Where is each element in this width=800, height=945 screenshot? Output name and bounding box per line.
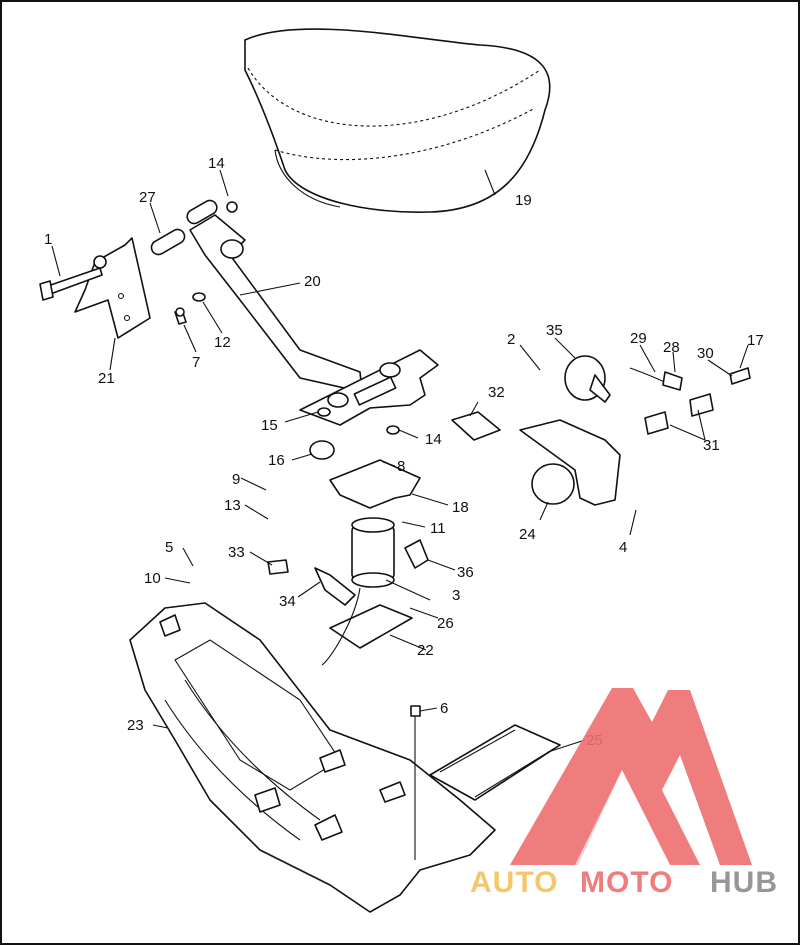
callout-35: 35 [546,322,563,339]
callout-13: 13 [224,497,241,514]
callout-14-top: 14 [208,155,225,172]
callout-16: 16 [268,452,285,469]
cover-plate [429,724,561,801]
callout-9: 9 [232,471,240,488]
mount-plate [299,349,439,426]
callout-4: 4 [619,539,627,556]
callout-12: 12 [214,334,231,351]
callout-28: 28 [663,339,680,356]
callout-31: 31 [703,437,720,454]
seat-part [244,28,551,213]
callout-10: 10 [144,570,161,587]
leader-lines [51,169,749,753]
callout-labels: 1 2 3 4 5 6 7 8 9 10 11 12 13 14 14 15 1… [44,155,764,749]
callout-11: 11 [430,520,446,537]
callout-20: 20 [304,273,321,290]
callout-21: 21 [98,370,115,387]
callout-17: 17 [747,332,764,349]
callout-22: 22 [417,642,434,659]
callout-36: 36 [457,564,474,581]
callout-1: 1 [44,231,52,248]
callout-23: 23 [127,717,144,734]
callout-2: 2 [507,331,515,348]
watermark-hub: HUB [710,866,778,899]
mounting-bracket [39,237,151,339]
callout-15: 15 [261,417,278,434]
floor-pan [129,602,496,913]
callout-6: 6 [440,700,448,717]
callout-3: 3 [452,587,460,604]
callout-29: 29 [630,330,647,347]
callout-34: 34 [279,593,296,610]
rubber-mount [309,425,400,460]
long-bolt [410,705,421,860]
callout-24: 24 [519,526,536,543]
callout-27: 27 [139,189,156,206]
callout-33: 33 [228,544,245,561]
callout-32: 32 [488,384,505,401]
watermark-triangle-icon [510,688,752,865]
watermark-auto: AUTO [470,866,558,899]
callout-26: 26 [437,615,454,632]
callout-14-mid: 14 [425,431,442,448]
watermark-logo: AUTO MOTO HUB [470,688,778,899]
callout-8: 8 [397,458,405,475]
callout-18: 18 [452,499,469,516]
callout-19: 19 [515,192,532,209]
seat-post-arm [150,199,363,393]
callout-30: 30 [697,345,714,362]
callout-5: 5 [165,539,173,556]
screw-and-washer [174,292,206,325]
watermark-moto: MOTO [580,866,673,899]
shock-assembly [267,459,429,666]
callout-7: 7 [192,354,200,371]
gauge-assembly [451,355,751,506]
